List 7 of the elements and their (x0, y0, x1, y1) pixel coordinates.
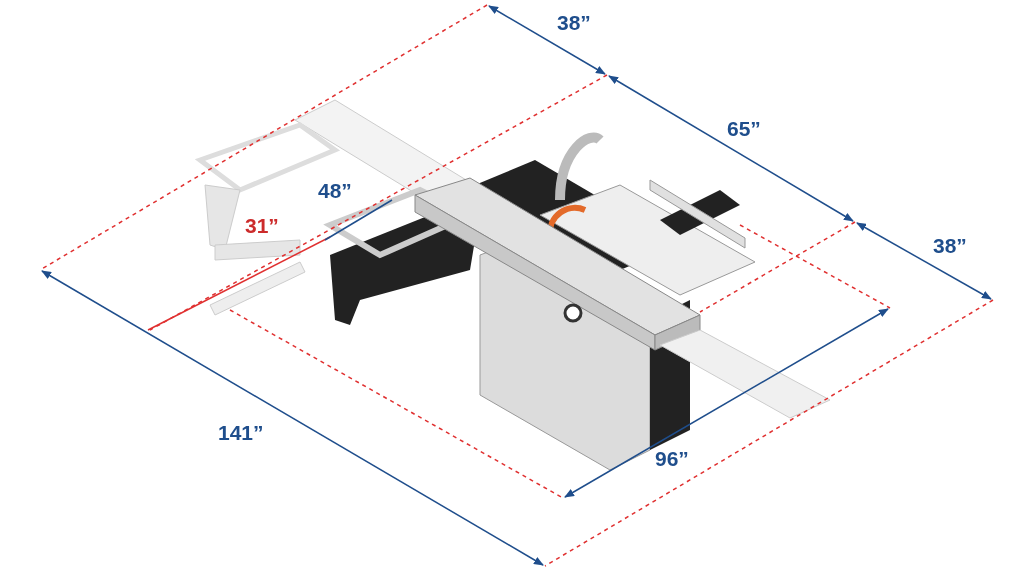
dimension-label: 96” (655, 448, 689, 469)
dimension-label: 65” (727, 118, 761, 139)
dimension-label: 31” (245, 215, 279, 236)
dimension-label: 38” (933, 235, 967, 256)
dimension-label: 38” (557, 12, 591, 33)
dimension-label: 141” (218, 422, 264, 443)
dimension-label: 48” (318, 180, 352, 201)
